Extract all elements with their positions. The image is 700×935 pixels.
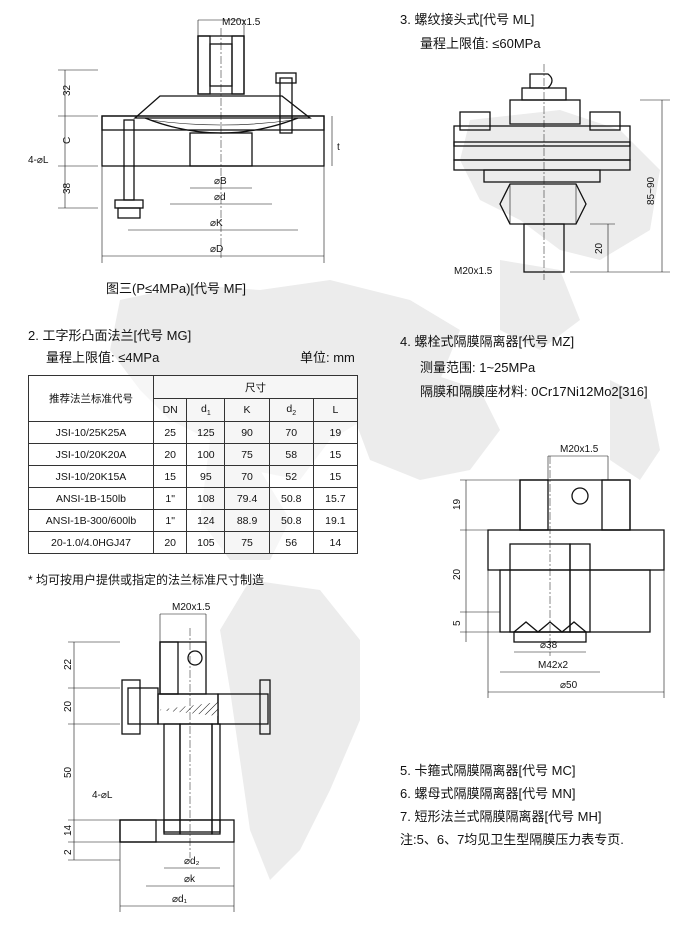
- cell: 124: [186, 509, 226, 532]
- sec5-line: 5. 卡箍式隔膜隔离器[代号 MC]: [400, 763, 576, 778]
- cell: 56: [268, 531, 314, 554]
- cell: 15: [312, 465, 359, 488]
- cell: 105: [186, 531, 226, 554]
- fig2-drawing: M20x1.5 22 20 50 14 2 4-⌀L ⌀d₂ ⌀k ⌀d₁: [63, 602, 271, 912]
- col-size-header: 尺寸: [153, 375, 358, 399]
- cell: 100: [186, 443, 226, 466]
- fig2-dim-l: 4-⌀L: [92, 790, 113, 801]
- ml-dim-8590: 85~90: [646, 176, 657, 205]
- cell: 19: [312, 421, 359, 444]
- sec3-range: 量程上限值: ≤60MPa: [420, 36, 541, 51]
- cell: 15: [152, 465, 188, 488]
- cell: 15.7: [312, 487, 359, 510]
- fig3-dim-l: 4-⌀L: [28, 155, 49, 166]
- fig3-dim-d: ⌀d: [214, 192, 226, 203]
- ml-dim-20: 20: [594, 242, 605, 254]
- sub-header: DN: [152, 398, 188, 422]
- sub-header: d2: [268, 398, 314, 422]
- cell: 95: [186, 465, 226, 488]
- cell: 50.8: [268, 509, 314, 532]
- mz-dim-20: 20: [452, 568, 463, 580]
- sec567-note: 注:5、6、7均见卫生型隔膜压力表专页.: [400, 832, 624, 847]
- sec4-material: 隔膜和隔膜座材料: 0Cr17Ni12Mo2[316]: [420, 384, 648, 399]
- cell: JSI-10/20K20A: [28, 443, 154, 466]
- sec2-note: * 均可按用户提供或指定的法兰标准尺寸制造: [28, 573, 265, 587]
- fig2-dim-14: 14: [63, 824, 74, 836]
- fig2-dim-d1: ⌀d₁: [172, 894, 188, 905]
- sec7-line: 7. 短形法兰式隔膜隔离器[代号 MH]: [400, 809, 602, 824]
- sec2-title: 2. 工字形凸面法兰[代号 MG]: [28, 328, 192, 343]
- cell: 25: [152, 421, 188, 444]
- sec6-line: 6. 螺母式隔膜隔离器[代号 MN]: [400, 786, 576, 801]
- col-std-header: 推荐法兰标准代号: [28, 375, 154, 422]
- sub-header: K: [224, 398, 270, 422]
- cell: 52: [268, 465, 314, 488]
- fig3-dim-c: C: [62, 137, 73, 144]
- cell: 75: [224, 531, 270, 554]
- fig3-dim-D: ⌀D: [210, 244, 223, 255]
- cell: 108: [186, 487, 226, 510]
- fig2-dim-k: ⌀k: [184, 874, 196, 885]
- mz-dim-19: 19: [452, 498, 463, 510]
- sec4-title: 4. 螺栓式隔膜隔离器[代号 MZ]: [400, 334, 575, 349]
- cell: 58: [268, 443, 314, 466]
- cell: 1": [152, 509, 188, 532]
- cell: 50.8: [268, 487, 314, 510]
- cell: 14: [312, 531, 359, 554]
- fig2-dim-m20: M20x1.5: [172, 602, 211, 613]
- cell: 75: [224, 443, 270, 466]
- sec3-title: 3. 螺纹接头式[代号 ML]: [400, 12, 535, 27]
- cell: 79.4: [224, 487, 270, 510]
- mz-dim-d38: ⌀38: [540, 640, 558, 651]
- fig3-caption: 图三(P≤4MPa)[代号 MF]: [106, 281, 247, 296]
- cell: JSI-10/25K25A: [28, 421, 154, 444]
- mz-dim-d50: ⌀50: [560, 680, 578, 691]
- cell: 19.1: [312, 509, 359, 532]
- cell: 20: [152, 443, 188, 466]
- cell: 20: [152, 531, 188, 554]
- fig2-dim-2: 2: [63, 849, 74, 855]
- fig3-drawing: M20x1.5 32 C 38 4-⌀L ⌀B ⌀d ⌀K ⌀D t: [28, 17, 340, 263]
- sec2-unit: 单位: mm: [300, 350, 355, 365]
- fig2-dim-50: 50: [63, 766, 74, 778]
- cell: 88.9: [224, 509, 270, 532]
- cell: JSI-10/20K15A: [28, 465, 154, 488]
- cell: 15: [312, 443, 359, 466]
- fig-mz-drawing: M20x1.5 19 20 5 ⌀38 M42x2 ⌀50: [452, 444, 665, 698]
- fig3-dim-k: ⌀K: [210, 218, 223, 229]
- fig3-dim-32: 32: [62, 84, 73, 96]
- fig2-dim-d2: ⌀d₂: [184, 856, 200, 867]
- sub-header: d1: [186, 398, 226, 422]
- cell: 125: [186, 421, 226, 444]
- cell: 70: [268, 421, 314, 444]
- fig3-dim-m20: M20x1.5: [222, 17, 261, 28]
- cell: 20-1.0/4.0HGJ47: [28, 531, 154, 554]
- fig3-dim-b: ⌀B: [214, 176, 227, 187]
- fig2-dim-20: 20: [63, 700, 74, 712]
- cell: 1": [152, 487, 188, 510]
- mz-dim-5: 5: [452, 620, 463, 626]
- mz-dim-m42: M42x2: [538, 660, 568, 671]
- sub-header: L: [312, 398, 359, 422]
- ml-dim-m20: M20x1.5: [454, 266, 493, 277]
- fig3-dim-t: t: [337, 142, 340, 153]
- mz-dim-m20: M20x1.5: [560, 444, 599, 455]
- fig-ml-drawing: 85~90 20 M20x1.5: [453, 64, 670, 280]
- cell: 70: [224, 465, 270, 488]
- sec2-range: 量程上限值: ≤4MPa: [46, 350, 160, 365]
- cell: 90: [224, 421, 270, 444]
- sec4-range: 测量范围: 1~25MPa: [420, 360, 536, 375]
- cell: ANSI-1B-300/600lb: [28, 509, 154, 532]
- cell: ANSI-1B-150lb: [28, 487, 154, 510]
- fig3-dim-38: 38: [62, 182, 73, 194]
- fig2-dim-22: 22: [63, 658, 74, 670]
